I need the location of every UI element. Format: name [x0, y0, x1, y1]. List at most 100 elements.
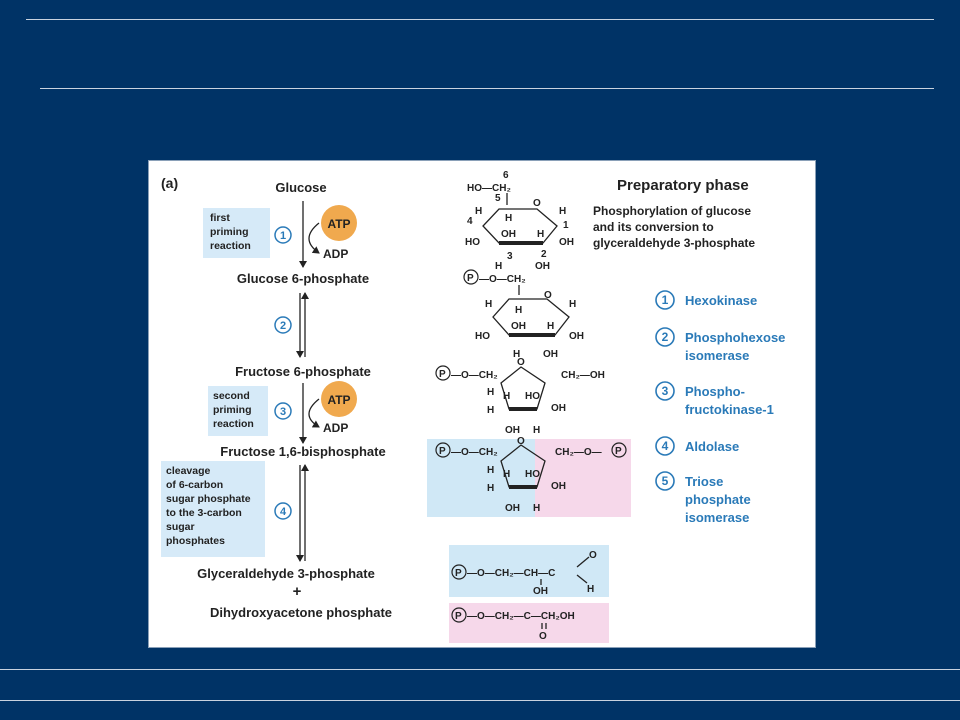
f16bp-h-lower-left: H	[487, 483, 494, 494]
top-rule	[26, 19, 934, 20]
dhap-phosphate-p: P	[455, 611, 462, 622]
gap-phosphate-p: P	[455, 568, 462, 579]
enzyme-1-number: 1	[662, 293, 669, 307]
f6p-phosphate-p: P	[439, 369, 446, 380]
enzyme-2-name-line-2: isomerase	[685, 348, 749, 363]
glucose-oh-c3: OH	[501, 229, 516, 240]
enzyme-4-name: Aldolase	[685, 439, 739, 454]
metabolite-glucose-6-phosphate: Glucose 6-phosphate	[237, 271, 369, 286]
f16bp-highlight-blue	[427, 439, 535, 517]
metabolite-fructose-6-phosphate: Fructose 6-phosphate	[235, 364, 371, 379]
note-box-second-priming	[208, 386, 268, 436]
g6p-h-top: H	[515, 305, 522, 316]
glucose-h-c5: H	[475, 206, 482, 217]
dhap-keto-o: O	[539, 631, 547, 642]
enzyme-2: 2 Phosphohexose isomerase	[655, 327, 785, 363]
enzyme-2-name-line-1: Phosphohexose	[685, 330, 785, 345]
note-second-priming-line-1: second	[213, 390, 250, 402]
metabolite-fructose-1-6-bisphosphate: Fructose 1,6-bisphosphate	[220, 444, 385, 459]
gap-oh: OH	[533, 586, 548, 597]
phase-subtitle-line-2: and its conversion to	[593, 220, 714, 234]
atp-bubble-2	[321, 381, 357, 417]
g6p-phosphate-p: P	[467, 273, 474, 284]
f16bp-o-ch2: —O—CH₂	[451, 447, 498, 458]
phase-title: Preparatory phase	[617, 177, 749, 194]
g6p-oh-mid: OH	[511, 321, 526, 332]
enzyme-4-number: 4	[662, 439, 669, 453]
glucose-c3-label: 3	[507, 251, 513, 262]
g6p-ho: HO	[475, 331, 490, 342]
f16bp-h-bottom: H	[533, 503, 540, 514]
glucose-h-top: H	[505, 213, 512, 224]
f16bp-h-left: H	[487, 465, 494, 476]
note-first-priming-line-2: priming	[210, 226, 249, 238]
f16bp-ring-oxygen: O	[517, 436, 525, 447]
f6p-h-mid: H	[503, 391, 510, 402]
glucose-ring-oxygen: O	[533, 198, 541, 209]
step-1-number: 1	[280, 230, 286, 242]
enzyme-3-name-line-2: fructokinase-1	[685, 402, 774, 417]
glucose-h-c3: H	[537, 229, 544, 240]
gap-aldehyde-o: O	[589, 550, 597, 561]
metabolite-dihydroxyacetone-phosphate: Dihydroxyacetone phosphate	[210, 605, 392, 620]
f6p-ch2-oh: CH₂—OH	[561, 370, 605, 381]
adp-label-1: ADP	[323, 247, 348, 261]
plus-sign: +	[293, 583, 302, 600]
glucose-ho-c4: HO	[465, 237, 480, 248]
f6p-oh-bottom: OH	[505, 425, 520, 436]
note-second-priming-line-2: priming	[213, 404, 252, 416]
step-3-marker	[274, 402, 292, 420]
note-first-priming-line-3: reaction	[210, 240, 251, 252]
note-cleavage-line-6: phosphates	[166, 535, 225, 547]
f16bp-h-mid: H	[503, 469, 510, 480]
gap-chain: —O—CH₂—CH—C	[467, 568, 555, 579]
title-rule	[40, 88, 934, 89]
g6p-oh-bottom: OH	[543, 349, 558, 360]
note-cleavage-line-5: sugar	[166, 521, 195, 533]
step-2-marker	[274, 316, 292, 334]
f16bp-oh-right: OH	[551, 481, 566, 492]
enzyme-list: 1 Hexokinase 2 Phosphohexose isomerase 3…	[655, 290, 785, 525]
note-box-cleavage	[161, 461, 265, 557]
f6p-h-left: H	[487, 387, 494, 398]
dhap-chain: —O—CH₂—C—CH₂OH	[467, 611, 575, 622]
enzyme-5-name-line-2: phosphate	[685, 492, 751, 507]
g6p-ring-oxygen: O	[544, 290, 552, 301]
note-cleavage-line-3: sugar phosphate	[166, 493, 251, 505]
panel-label: (a)	[161, 175, 178, 191]
enzyme-5-name-line-3: isomerase	[685, 510, 749, 525]
footer-rule-upper	[0, 669, 960, 670]
step-3-number: 3	[280, 406, 286, 418]
glucose-ho-ch2: HO—CH₂	[467, 183, 511, 194]
f6p-oh-right: OH	[551, 403, 566, 414]
glucose-h-c1: H	[559, 206, 566, 217]
step-1-marker	[274, 226, 292, 244]
enzyme-4: 4 Aldolase	[655, 436, 739, 456]
f6p-ho: HO	[525, 391, 540, 402]
step-4-marker	[274, 502, 292, 520]
adp-label-2: ADP	[323, 421, 348, 435]
enzyme-3-number: 3	[662, 384, 669, 398]
glucose-oh-bottom: OH	[535, 261, 550, 272]
glucose-h-bottom: H	[495, 261, 502, 272]
atp-adp-curve-2	[308, 398, 320, 428]
f16bp-phosphate-p-right: P	[615, 446, 622, 457]
g6p-h-bottom: H	[513, 349, 520, 360]
glucose-oh-c1: OH	[559, 237, 574, 248]
atp-bubble-1	[321, 205, 357, 241]
footer-rule-lower	[0, 700, 960, 701]
enzyme-2-number: 2	[662, 330, 669, 344]
glucose-c1-label: 1	[563, 220, 569, 231]
fructose-6-phosphate-structure: P —O—CH₂ CH₂—OH O H H HO OH H OH H	[435, 357, 605, 436]
glucose-c6-label: 6	[503, 170, 509, 181]
metabolite-glyceraldehyde-3-phosphate: Glyceraldehyde 3-phosphate	[197, 566, 375, 581]
atp-adp-curve-1	[308, 222, 320, 254]
g6p-oh-right: OH	[569, 331, 584, 342]
glucose-c5-label: 5	[495, 193, 501, 204]
glucose-c4-label: 4	[467, 216, 473, 227]
atp-label-1: ATP	[327, 217, 350, 231]
f6p-ring-oxygen: O	[517, 357, 525, 368]
note-second-priming-line-3: reaction	[213, 418, 254, 430]
enzyme-5-number: 5	[662, 474, 669, 488]
gap-aldehyde-h: H	[587, 584, 594, 595]
